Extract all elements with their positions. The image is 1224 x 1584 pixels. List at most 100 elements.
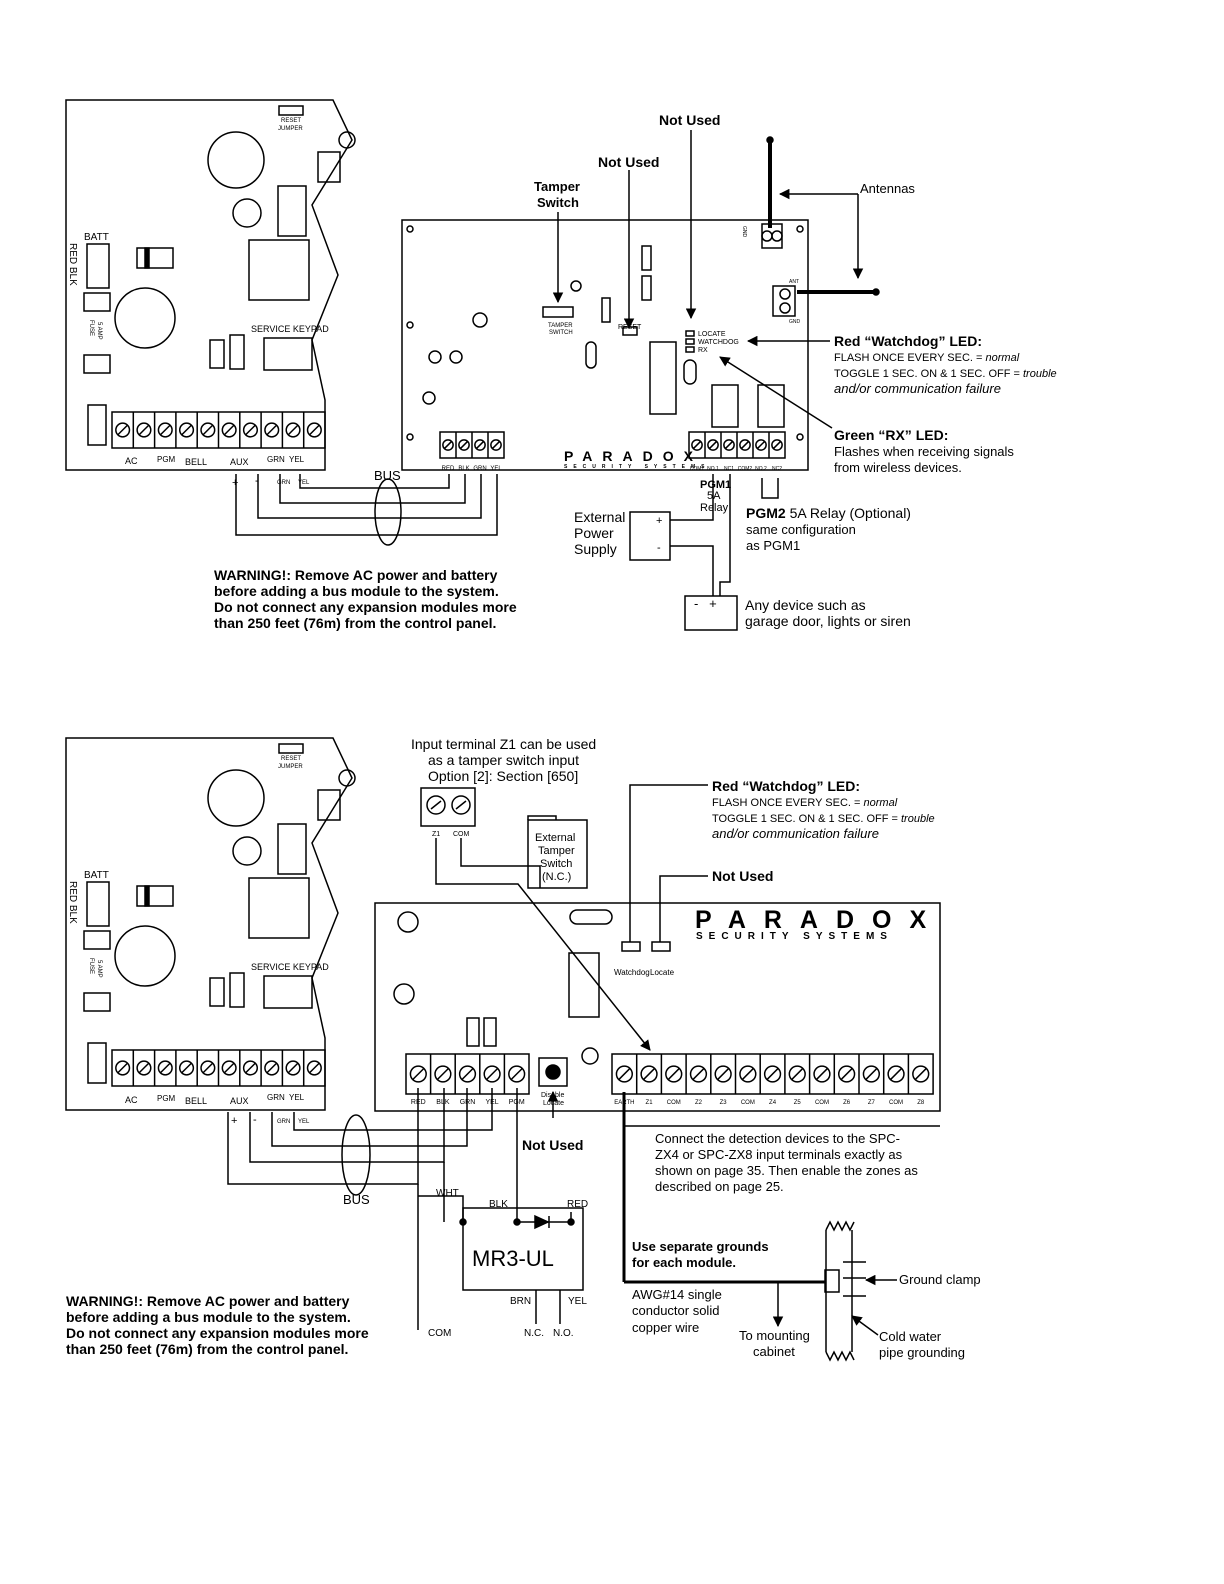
b-watchdog-title: Red “Watchdog” LED: — [712, 778, 860, 794]
b-ac: AC — [125, 1095, 138, 1105]
mounting-1: To mounting — [739, 1328, 810, 1343]
led-locate: LOCATE — [698, 331, 726, 338]
reset-jumper-label-2: JUMPER — [278, 126, 303, 132]
disable-locate-button — [538, 1057, 568, 1087]
bottom-warning-1: WARNING!: Remove AC power and battery — [66, 1293, 350, 1309]
b-paradox-logo: PARADOX — [695, 906, 944, 934]
cold-water-2: pipe grounding — [879, 1345, 965, 1360]
top-main-terminal-screw — [281, 412, 301, 448]
bottom-zone-terminal-label: Z6 — [843, 1100, 851, 1106]
grn-label: GRN — [267, 455, 285, 464]
bus-minus: - — [255, 475, 259, 487]
bottom-zone-terminal-label: EARTH — [614, 1100, 634, 1106]
watchdog-led — [621, 941, 641, 952]
led-rx: RX — [698, 347, 708, 354]
yel-label: YEL — [289, 455, 305, 464]
rx-title: Green “RX” LED: — [834, 427, 948, 443]
top-main-terminal-screw — [115, 422, 131, 438]
top-relay-terminal-label: COM1 — [690, 466, 705, 472]
not-used-label-1: Not Used — [659, 112, 720, 128]
ext-power-plus: + — [656, 515, 662, 527]
b-fuse-amp: 5 AMP — [96, 960, 102, 978]
bottom-zone-terminal-screw — [685, 1054, 708, 1094]
bottom-labels: RESET JUMPER BATT RED BLK FUSE 5 AMP SER… — [66, 736, 981, 1360]
bottom-main-terminal-screw — [153, 1050, 173, 1086]
z1-label: Z1 — [432, 831, 440, 838]
antennas-label: Antennas — [860, 181, 915, 196]
b-watchdog-3: and/or communication failure — [712, 826, 879, 841]
bottom-zone-terminal-screw — [759, 1054, 782, 1094]
top-bus-terminal-label: GRN — [473, 466, 486, 472]
bottom-zone-terminal-screw — [710, 1054, 732, 1094]
connect-note-2: ZX4 or SPC-ZX8 input terminals exactly a… — [655, 1147, 903, 1162]
pgm2-line-3: as PGM1 — [746, 538, 800, 553]
service-keypad-label: SERVICE KEYPAD — [251, 324, 329, 334]
b-service-keypad: SERVICE KEYPAD — [251, 962, 329, 972]
top-bus-terminal-screw — [471, 432, 486, 458]
bottom-bus-terminal-label: GRN — [460, 1099, 476, 1106]
ext-tamper-2: Tamper — [538, 845, 575, 857]
bottom-zone-terminal-screw — [615, 1065, 634, 1083]
pgm-label: PGM — [157, 455, 176, 464]
fuse-label: FUSE — [88, 320, 94, 336]
red-blk-label: RED BLK — [67, 243, 78, 286]
bottom-warning-3: Do not connect any expansion modules mor… — [66, 1325, 369, 1341]
top-bus-terminal-screw — [487, 432, 502, 458]
bottom-main-terminal-screw — [115, 1060, 131, 1076]
bus-yel: YEL — [298, 480, 310, 486]
top-relay-terminal-screw — [704, 432, 719, 458]
bottom-zone-terminal-screw — [635, 1054, 658, 1094]
top-reset-jumper — [278, 105, 304, 116]
bottom-warning-2: before adding a bus module to the system… — [66, 1309, 351, 1325]
connect-note-3: shown on page 35. Then enable the zones … — [655, 1163, 918, 1178]
b-not-used-top: Not Used — [712, 868, 773, 884]
watchdog-line-1: FLASH ONCE EVERY SEC. = normal — [834, 352, 1020, 364]
device-signs: - + — [694, 596, 717, 611]
b-fuse: FUSE — [88, 958, 94, 974]
top-relay-terminal-screw — [736, 432, 751, 458]
com-label: COM — [453, 831, 470, 838]
bottom-bus-terminal-label: RED — [411, 1099, 426, 1106]
bottom-main-terminal-screw — [132, 1050, 152, 1086]
b-led-watchdog: Watchdog — [614, 968, 650, 977]
watchdog-line-2: TOGGLE 1 SEC. ON & 1 SEC. OFF = trouble — [834, 368, 1057, 380]
b-not-used-bottom: Not Used — [522, 1137, 583, 1153]
ext-power-minus: - — [657, 542, 661, 554]
fuse-amp-label: 5 AMP — [96, 322, 102, 340]
top-relay-terminal-label: NO.1 — [707, 466, 719, 472]
bottom-zone-terminal-strip — [611, 1053, 934, 1095]
top-relay-terminal-screw — [720, 432, 735, 458]
bottom-zone-terminal-label: COM — [741, 1100, 755, 1106]
reset-small: RESET — [618, 324, 642, 331]
top-labels: RESET JUMPER BATT RED BLK FUSE 5 AMP SER… — [67, 112, 1057, 631]
top-main-terminal-screw — [175, 412, 195, 448]
top-main-terminal-screw — [302, 412, 322, 448]
ant-label: ANT — [789, 279, 799, 285]
top-relay-terminal-screw — [691, 439, 703, 451]
b-paradox-logo-sub: SECURITY SYSTEMS — [696, 931, 893, 942]
bottom-main-panel — [65, 737, 353, 1111]
b-aux: AUX — [230, 1096, 249, 1106]
bottom-zone-terminal-label: Z4 — [769, 1100, 777, 1106]
mr3-ul-box — [462, 1207, 584, 1291]
b-watchdog-2: TOGGLE 1 SEC. ON & 1 SEC. OFF = trouble — [712, 813, 935, 825]
disable-label: Disable — [541, 1092, 564, 1099]
locate-led — [651, 941, 671, 952]
awg-3: copper wire — [632, 1320, 699, 1335]
top-bus-terminal-screw — [455, 432, 470, 458]
bottom-main-terminal-screw — [281, 1050, 301, 1086]
top-main-terminal-block — [111, 411, 326, 449]
b-reset-jumper-2: JUMPER — [278, 764, 303, 770]
top-main-terminal-screw — [196, 412, 216, 448]
grounds-1: Use separate grounds — [632, 1239, 769, 1254]
wht-label: WHT — [436, 1188, 459, 1199]
top-bus-terminal-screw — [442, 439, 454, 451]
top-warning-3: Do not connect any expansion modules mor… — [214, 599, 517, 615]
ant-gnd-top: GND — [741, 226, 747, 238]
top-main-terminal-screw — [132, 412, 152, 448]
mounting-2: cabinet — [753, 1344, 795, 1359]
bottom-main-terminal-screw — [175, 1050, 195, 1086]
b-reset-jumper: RESET — [281, 756, 301, 762]
b-red-blk: RED BLK — [67, 881, 78, 924]
